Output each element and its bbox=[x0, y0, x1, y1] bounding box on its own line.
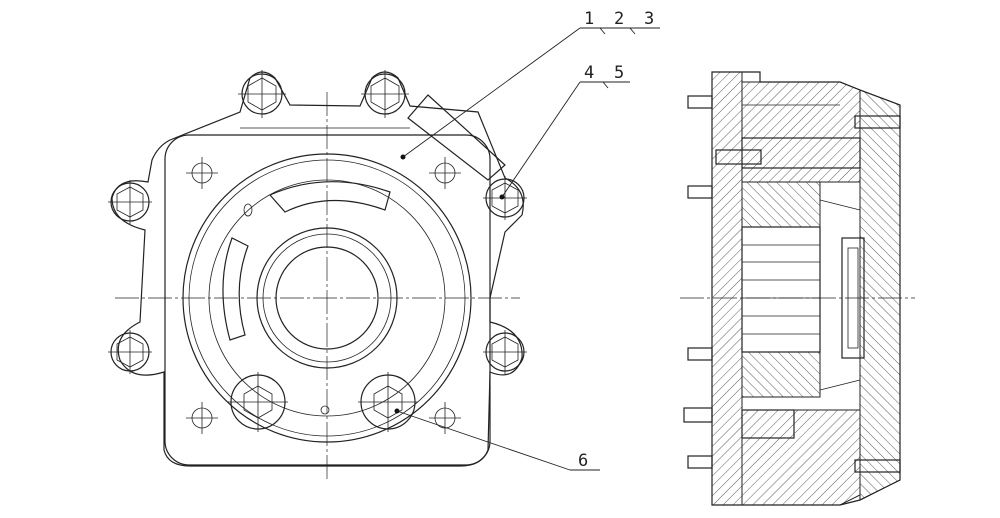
callout-1: 1 bbox=[584, 9, 594, 29]
lower-body bbox=[741, 409, 861, 506]
callout-4: 4 bbox=[584, 63, 594, 83]
bolt-bottom-left bbox=[228, 372, 288, 432]
outer-bore-circle bbox=[182, 153, 472, 443]
gear-upper bbox=[741, 181, 821, 228]
bolt-top-left bbox=[238, 70, 286, 118]
bolt-bottom-right bbox=[358, 372, 418, 432]
flange-hole-br bbox=[429, 402, 461, 434]
section-view bbox=[680, 71, 915, 506]
callout-3: 3 bbox=[644, 9, 654, 29]
bolt-mid-left bbox=[108, 180, 152, 224]
kidney-slot-left bbox=[222, 237, 249, 341]
section-bolts bbox=[683, 95, 901, 473]
hub-mid-circle bbox=[262, 233, 392, 363]
small-port bbox=[243, 203, 253, 217]
mid-circle bbox=[208, 179, 446, 417]
inner-ring-slot bbox=[847, 247, 859, 349]
flange-hole-bl bbox=[186, 402, 218, 434]
kidney-slot-upper bbox=[269, 181, 391, 213]
square-flange bbox=[164, 134, 491, 466]
bolt-mid-right bbox=[483, 176, 527, 220]
outer-bore-circle-2 bbox=[188, 159, 466, 437]
gear-teeth bbox=[741, 226, 821, 353]
callout-5: 5 bbox=[614, 63, 624, 83]
hub-outer-circle bbox=[256, 227, 398, 369]
flange-hole-tr bbox=[429, 157, 461, 189]
callout-leaders bbox=[396, 27, 660, 471]
callout-6: 6 bbox=[578, 451, 588, 471]
bolt-lower-right bbox=[483, 330, 527, 374]
small-hole-bottom bbox=[320, 405, 330, 415]
callout-2: 2 bbox=[614, 9, 624, 29]
bolt-top-right bbox=[361, 70, 409, 118]
upper-right-tab bbox=[407, 94, 506, 181]
bolt-lower-left bbox=[108, 330, 152, 374]
gear-lower bbox=[741, 351, 821, 398]
upper-body bbox=[741, 81, 861, 183]
front-view bbox=[108, 70, 527, 480]
left-plate bbox=[711, 71, 743, 506]
flange-hole-tl bbox=[186, 157, 218, 189]
section-line-c bbox=[819, 379, 861, 391]
section-line-b bbox=[819, 199, 861, 211]
right-cover bbox=[859, 89, 901, 501]
inner-ring bbox=[841, 237, 865, 359]
shaft-bore-circle bbox=[275, 246, 379, 350]
